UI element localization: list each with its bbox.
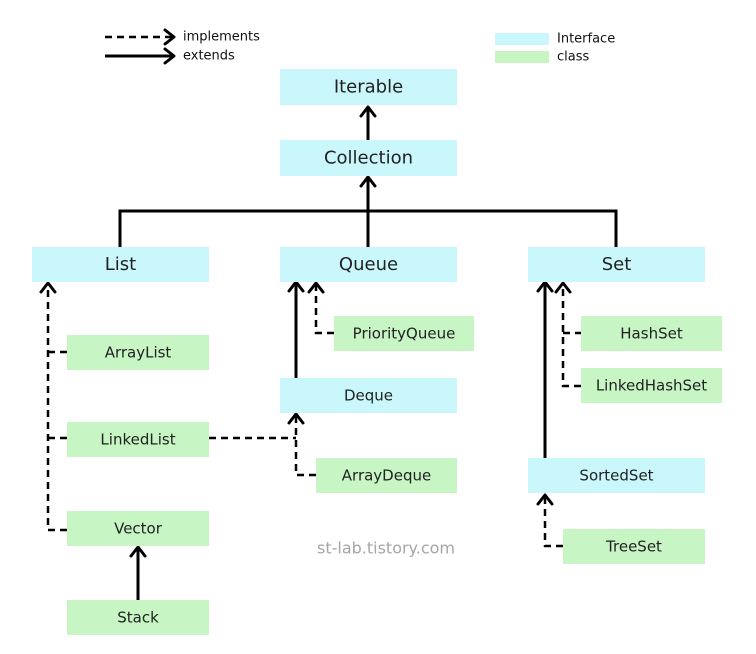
node-set: Set	[528, 247, 705, 282]
legend-implements-arrowhead	[163, 28, 176, 46]
node-hashset: HashSet	[581, 316, 722, 351]
node-sortedset: SortedSet	[528, 458, 705, 493]
node-set-label: Set	[602, 254, 632, 275]
node-treeset: TreeSet	[563, 529, 705, 564]
edge-arraydeque-deque	[294, 415, 316, 477]
node-arraylist-label: ArrayList	[105, 344, 172, 362]
node-vector-label: Vector	[114, 520, 163, 538]
arrowhead-queue-dashed	[307, 281, 325, 294]
node-linkedhashset: LinkedHashSet	[581, 368, 722, 403]
edge-priorityqueue-queue	[314, 285, 334, 335]
node-collection-label: Collection	[324, 148, 413, 169]
node-queue: Queue	[280, 247, 457, 282]
legend-extends-label: extends	[183, 49, 235, 64]
node-hashset-label: HashSet	[620, 325, 683, 343]
arrowhead-iterable	[359, 105, 377, 118]
node-linkedhashset-label: LinkedHashSet	[596, 377, 707, 395]
node-deque: Deque	[280, 378, 457, 413]
arrowhead-deque	[287, 412, 305, 425]
extends-connectors	[118, 105, 618, 600]
node-treeset-label: TreeSet	[605, 538, 662, 556]
edge-treeset-sortedset	[543, 497, 563, 548]
node-deque-label: Deque	[344, 387, 393, 405]
arrowhead-sortedset	[536, 493, 554, 506]
node-arraylist: ArrayList	[67, 335, 209, 370]
nodes: Iterable Collection List Queue Set Array…	[32, 69, 722, 635]
node-vector: Vector	[67, 511, 209, 546]
node-sortedset-label: SortedSet	[579, 467, 653, 485]
arrowhead-vector	[129, 545, 147, 558]
node-iterable-label: Iterable	[334, 77, 403, 98]
edge-linkedhashset-set	[561, 285, 581, 388]
node-priorityqueue: PriorityQueue	[334, 316, 474, 351]
legend-class-swatch	[495, 51, 549, 63]
legend-interface-label: Interface	[557, 32, 615, 47]
legend: implements extends Interface class	[105, 28, 615, 65]
node-iterable: Iterable	[280, 69, 457, 105]
edge-vector-list	[46, 285, 67, 532]
node-collection: Collection	[280, 140, 457, 176]
node-stack-label: Stack	[117, 609, 159, 627]
node-linkedlist: LinkedList	[67, 422, 209, 457]
node-arraydeque-label: ArrayDeque	[342, 467, 431, 485]
arrowhead-collection	[359, 175, 377, 188]
node-stack: Stack	[67, 600, 209, 635]
node-list: List	[32, 247, 209, 282]
legend-interface-swatch	[495, 33, 549, 45]
node-arraydeque: ArrayDeque	[316, 458, 457, 493]
legend-implements-label: implements	[183, 30, 260, 45]
implements-connectors	[39, 281, 581, 548]
node-list-label: List	[105, 254, 136, 275]
edge-list-set-bus	[118, 209, 618, 247]
node-priorityqueue-label: PriorityQueue	[353, 325, 456, 343]
arrowhead-list	[39, 281, 57, 294]
node-linkedlist-label: LinkedList	[100, 431, 175, 449]
watermark: st-lab.tistory.com	[317, 539, 455, 558]
legend-extends-arrowhead	[163, 47, 176, 65]
arrowhead-set-dashed	[554, 281, 572, 294]
node-queue-label: Queue	[339, 254, 398, 275]
legend-class-label: class	[557, 50, 589, 65]
